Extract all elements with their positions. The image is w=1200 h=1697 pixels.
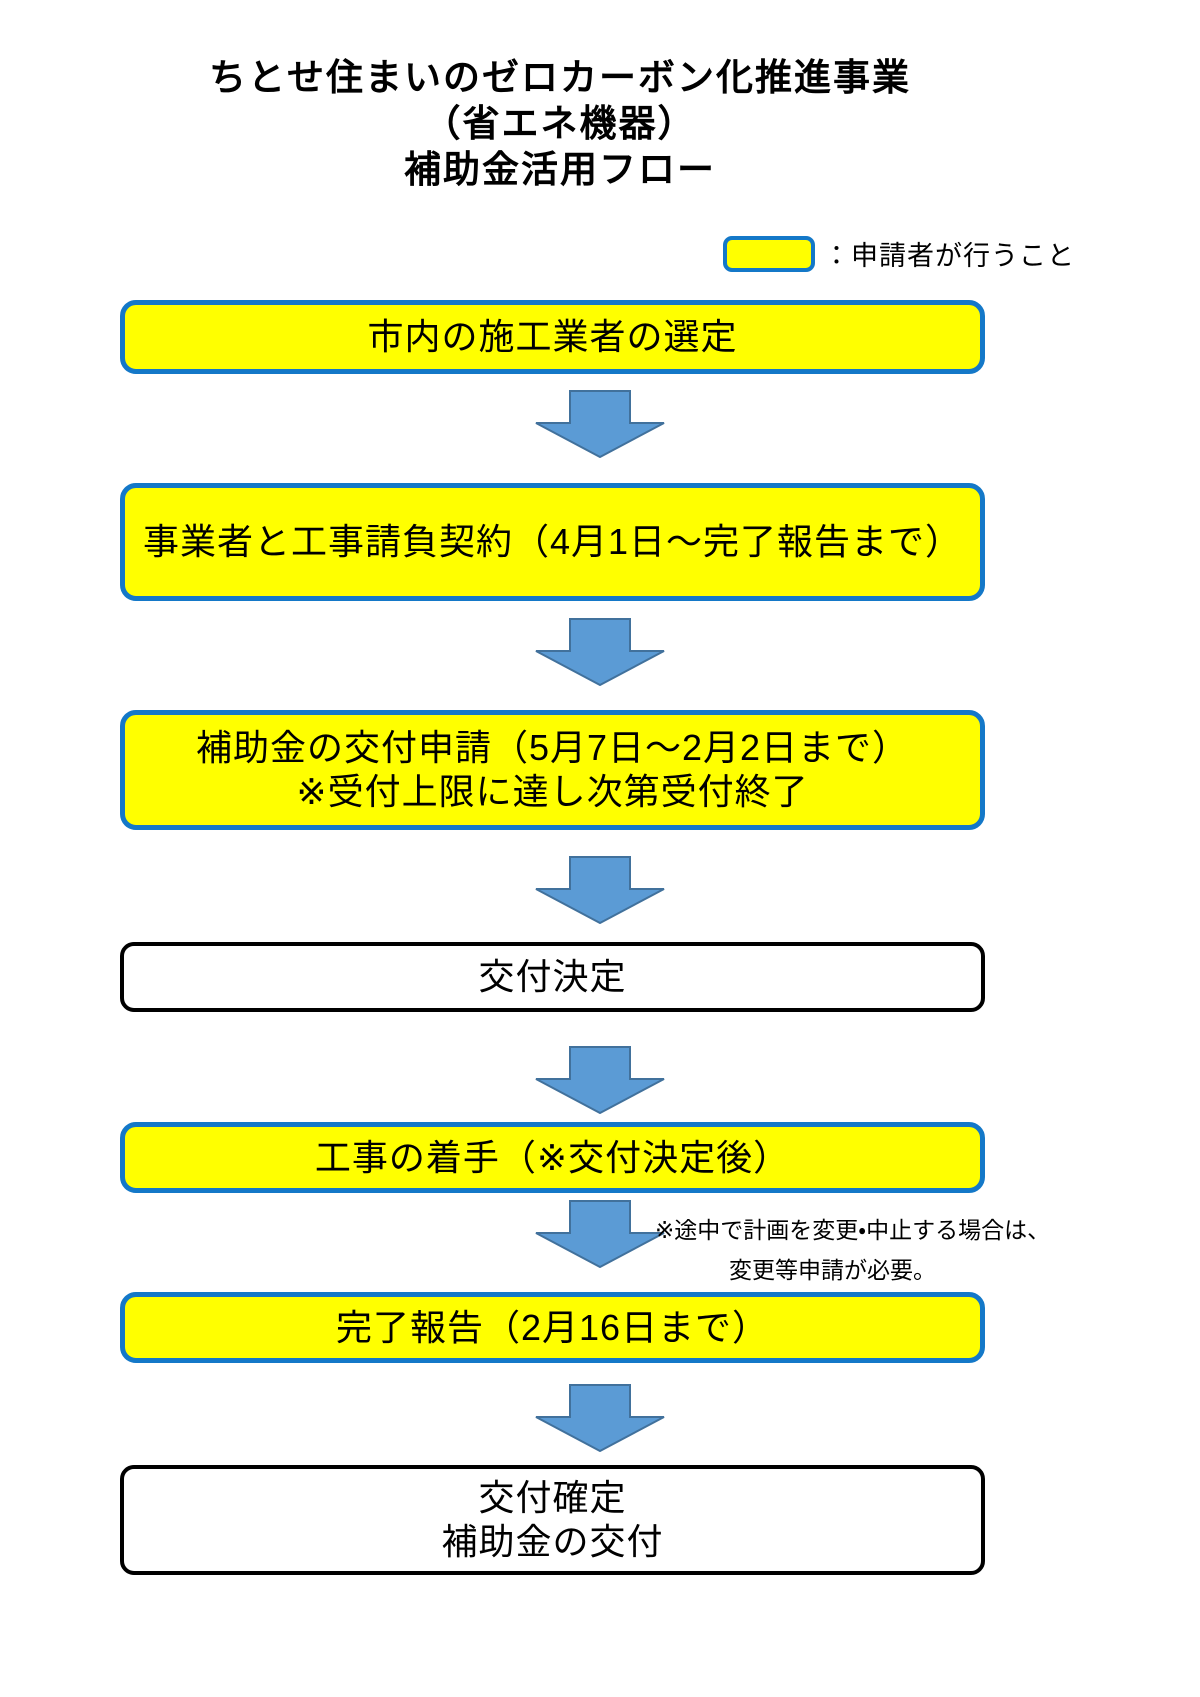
flow-down-arrow [535,618,665,686]
step-box-grant-decision: 交付決定 [120,942,985,1012]
title-line-2: （省エネ機器） [423,103,697,144]
change-cancel-note: ※途中で計画を変更・中止する場合は、 変更等申請が必要。 [655,1210,1050,1290]
step-box-completion-report: 完了報告（2月16日まで） [120,1292,985,1363]
note-line-1: ※途中で計画を変更・中止する場合は、 [655,1217,1051,1243]
step-box-contractor-selection: 市内の施工業者の選定 [120,300,985,374]
flow-down-arrow [535,856,665,924]
step-sublabel: 補助金の交付 [441,1521,664,1562]
step-label: 交付決定 [478,956,627,998]
step-box-construction-start: 工事の着手（※交付決定後） [120,1122,985,1193]
flow-down-arrow [535,390,665,458]
page-title: ちとせ住まいのゼロカーボン化推進事業 （省エネ機器） 補助金活用フロー [60,55,1060,193]
legend-applicant-swatch [723,235,815,272]
note-line-2: 変更等申請が必要。 [729,1257,936,1283]
step-label: 完了報告（2月16日まで） [335,1306,770,1348]
flow-down-arrow [535,1200,665,1268]
step-box-construction-contract: 事業者と工事請負契約（4月1日～完了報告まで） [120,483,985,601]
step-box-grant-confirmation: 交付確定 補助金の交付 [120,1465,985,1575]
flow-down-arrow [535,1384,665,1452]
title-line-3: 補助金活用フロー [404,149,716,190]
title-line-1: ちとせ住まいのゼロカーボン化推進事業 [209,57,911,98]
legend-label: ：申請者が行うこと [823,241,1075,271]
step-label: 工事の着手（※交付決定後） [314,1136,791,1178]
step-sublabel: ※受付上限に達し次第受付終了 [296,771,809,812]
step-label: 事業者と工事請負契約（4月1日～完了報告まで） [142,521,963,563]
legend: ：申請者が行うこと [723,234,1075,273]
step-label: 交付確定 [478,1477,627,1519]
step-label: 市内の施工業者の選定 [367,316,738,358]
step-label: 補助金の交付申請（5月7日～2月2日まで） [195,727,910,769]
flow-down-arrow [535,1046,665,1114]
step-box-grant-application: 補助金の交付申請（5月7日～2月2日まで） ※受付上限に達し次第受付終了 [120,710,985,830]
